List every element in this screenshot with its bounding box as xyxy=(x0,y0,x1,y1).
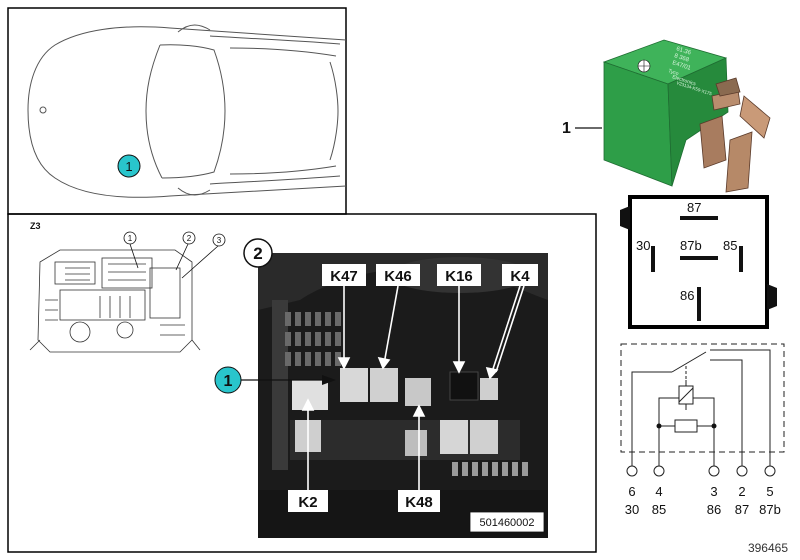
pin-layout-diagram: 87 30 87b 85 86 xyxy=(620,195,777,329)
relay-label-line-4: Tyco xyxy=(667,68,679,77)
photo-callout-1-number: 1 xyxy=(224,373,233,390)
label-k46-text: K46 xyxy=(384,268,412,285)
car-view-panel: 1 xyxy=(7,7,347,215)
label-k47: K47 xyxy=(322,264,366,286)
pin-86-label: 86 xyxy=(680,288,694,303)
relay-schematic: 6 30 4 85 3 86 2 87 5 87b xyxy=(620,343,785,517)
label-k46: K46 xyxy=(376,264,420,286)
engine-callout-leaders xyxy=(129,243,219,279)
schematic-pin-1-bottom: 30 xyxy=(625,502,639,517)
relay-part-callout: 1 xyxy=(562,120,571,137)
pin-blades xyxy=(651,216,743,321)
relay-terminals xyxy=(699,77,771,193)
photo-relay-k47 xyxy=(340,368,368,402)
schematic-dashed-frame xyxy=(620,343,785,453)
relay-label-line-2: 8 368 xyxy=(673,53,690,64)
pin-87-blade xyxy=(680,216,718,220)
engine-callout-3-number: 3 xyxy=(217,236,222,245)
pin-85-blade xyxy=(739,246,743,272)
schematic-pin-3-top: 3 xyxy=(710,484,717,499)
schematic-pin-1-top: 6 xyxy=(628,484,635,499)
schematic-terminals xyxy=(626,465,776,477)
label-k16-text: K16 xyxy=(445,268,473,285)
relay-product-image: 1 61.36 8 368 E47/01 Tyco Electronics V2… xyxy=(562,39,771,193)
pin-layout-left-tab xyxy=(620,206,630,230)
label-k48: K48 xyxy=(398,490,440,512)
car-outline-drawing xyxy=(27,24,347,198)
label-k2-text: K2 xyxy=(298,494,317,511)
pin-87b-label: 87b xyxy=(680,238,702,253)
pin-30-label: 30 xyxy=(636,238,650,253)
label-k47-text: K47 xyxy=(330,268,358,285)
diagram-id: 396465 xyxy=(748,541,788,555)
pin-87b-blade xyxy=(680,256,718,260)
engine-bay-view: Z3 1 2 xyxy=(29,221,226,353)
engine-callout-1: 1 xyxy=(123,231,137,245)
photo-id-box: 501460002 xyxy=(469,511,545,533)
schematic-pin-5-top: 5 xyxy=(766,484,773,499)
schematic-wiring xyxy=(631,349,771,466)
pin-layout-right-tab xyxy=(767,284,777,310)
schematic-pin-4-top: 2 xyxy=(738,484,745,499)
photo-panel-number-text: 2 xyxy=(253,244,262,263)
label-k4-text: K4 xyxy=(510,268,530,285)
engine-bay-drawing xyxy=(29,249,201,353)
relay-label-line-3: E47/01 xyxy=(671,60,692,72)
pin-87-label: 87 xyxy=(687,200,701,215)
photo-relay-k48 xyxy=(405,378,431,406)
photo-relay-k4 xyxy=(480,378,498,400)
label-k48-text: K48 xyxy=(405,494,433,511)
label-k16: K16 xyxy=(437,264,481,286)
schematic-pin-3-bottom: 86 xyxy=(707,502,721,517)
label-k4: K4 xyxy=(502,264,538,286)
location-panel-frame xyxy=(7,213,597,553)
resistor-box xyxy=(674,419,698,433)
pin-30-blade xyxy=(651,246,655,272)
engine-callout-1-number: 1 xyxy=(128,234,133,243)
relay-box-photo: K47 K46 K16 K4 K2 K48 xyxy=(214,238,548,538)
schematic-pin-4-bottom: 87 xyxy=(735,502,749,517)
photo-relay-k16 xyxy=(449,371,479,401)
pin-85-label: 85 xyxy=(723,238,737,253)
pin-86-blade xyxy=(697,287,701,321)
photo-id-text: 501460002 xyxy=(479,517,534,529)
schematic-pin-5-bottom: 87b xyxy=(759,502,781,517)
photo-panel-number: 2 xyxy=(243,238,273,268)
label-arrows xyxy=(301,285,525,490)
car-view-frame xyxy=(7,7,347,215)
label-k2: K2 xyxy=(288,490,328,512)
schematic-pin-2-bottom: 85 xyxy=(652,502,666,517)
photo-relay-k46 xyxy=(370,368,398,402)
engine-callout-2-number: 2 xyxy=(187,234,192,243)
car-view-callout: 1 xyxy=(117,154,141,178)
relay-label-line-1: 61.36 xyxy=(675,46,692,57)
schematic-pin-2-top: 4 xyxy=(655,484,662,499)
engine-view-tag: Z3 xyxy=(30,221,41,231)
engine-callout-3: 3 xyxy=(212,233,226,247)
photo-callout-1: 1 xyxy=(214,366,336,394)
car-view-callout-number: 1 xyxy=(125,159,132,174)
engine-callout-2: 2 xyxy=(182,231,196,245)
